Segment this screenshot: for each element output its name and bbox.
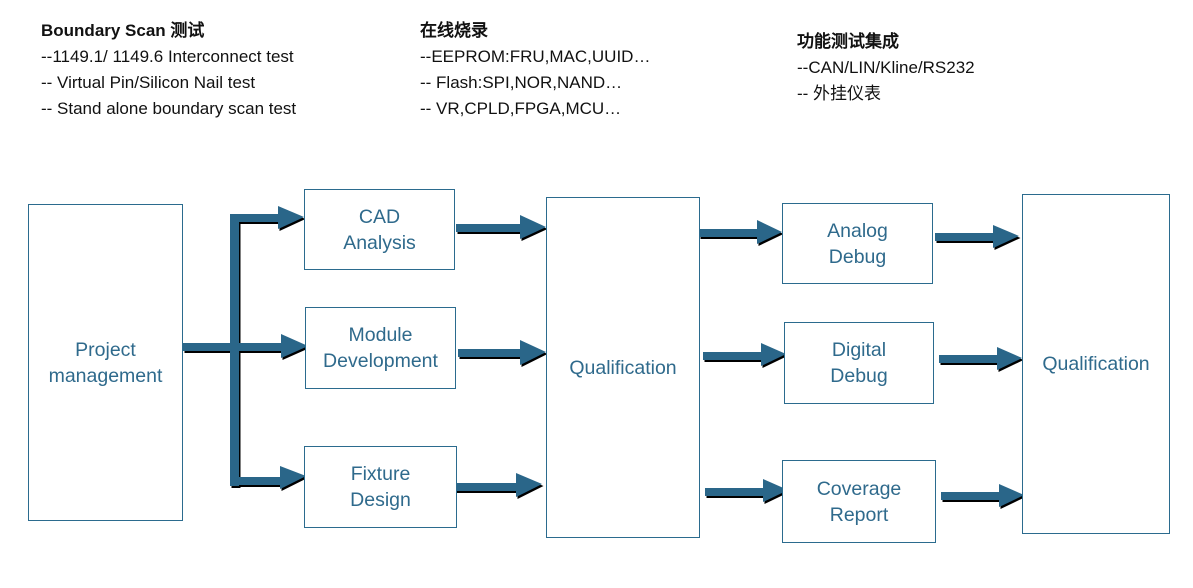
- boundary-scan-title: Boundary Scan 测试: [41, 21, 205, 40]
- cad-analysis-label: CAD Analysis: [343, 205, 416, 254]
- arrow-head: [280, 466, 306, 489]
- arrow-module-to-qual: [458, 340, 546, 365]
- connector-middle: [183, 343, 283, 351]
- note-line: -- Virtual Pin/Silicon Nail test: [41, 73, 256, 92]
- isp-note: 在线烧录 --EEPROM:FRU,MAC,UUID… -- Flash:SPI…: [420, 18, 650, 122]
- connector-top: [230, 214, 280, 222]
- coverage-report-label: Coverage Report: [816, 477, 902, 526]
- analog-debug-box: Analog Debug: [782, 203, 933, 284]
- digital-debug-box: Digital Debug: [784, 322, 934, 404]
- fixture-design-label: Fixture Design: [350, 463, 411, 511]
- qualification-box-1: Qualification: [546, 197, 700, 538]
- arrow-analog-to-qual2: [935, 225, 1019, 248]
- note-line: -- 外挂仪表: [797, 84, 882, 103]
- arrow-cad-to-qual: [456, 215, 546, 239]
- project-management-label: Project management: [48, 338, 163, 387]
- connector-bottom: [230, 477, 282, 485]
- qualification-label-2: Qualification: [1042, 353, 1150, 375]
- functional-test-title: 功能测试集成: [797, 32, 899, 51]
- fixture-design-box: Fixture Design: [304, 446, 457, 528]
- analog-debug-label: Analog Debug: [827, 219, 888, 268]
- module-development-label: Module Development: [323, 324, 438, 372]
- arrow-qual-to-coverage: [705, 479, 788, 502]
- note-line: --EEPROM:FRU,MAC,UUID…: [420, 47, 651, 66]
- arrow-fixture-to-qual: [454, 473, 542, 497]
- cad-analysis-box: CAD Analysis: [304, 189, 455, 270]
- project-management-box: Project management: [28, 204, 183, 521]
- qualification-box-2: Qualification: [1022, 194, 1170, 534]
- module-development-box: Module Development: [305, 307, 456, 389]
- arrow-digital-to-qual2: [939, 347, 1022, 370]
- isp-title: 在线烧录: [420, 21, 488, 40]
- note-line: -- Flash:SPI,NOR,NAND…: [420, 73, 623, 92]
- arrow-qual-to-analog: [699, 220, 782, 244]
- functional-test-note: 功能测试集成 --CAN/LIN/Kline/RS232 -- 外挂仪表: [797, 29, 975, 107]
- note-line: -- Stand alone boundary scan test: [41, 99, 297, 118]
- arrow-head: [278, 206, 304, 229]
- note-line: --CAN/LIN/Kline/RS232: [797, 58, 975, 77]
- coverage-report-box: Coverage Report: [782, 460, 936, 543]
- arrow-coverage-to-qual2: [941, 484, 1024, 507]
- arrow-head: [281, 334, 308, 358]
- qualification-label-1: Qualification: [569, 356, 677, 379]
- digital-debug-label: Digital Debug: [830, 339, 888, 387]
- note-line: -- VR,CPLD,FPGA,MCU…: [420, 99, 622, 118]
- note-line: --1149.1/ 1149.6 Interconnect test: [41, 47, 294, 66]
- boundary-scan-note: Boundary Scan 测试 --1149.1/ 1149.6 Interc…: [41, 18, 296, 122]
- arrow-qual-to-digital: [703, 343, 786, 366]
